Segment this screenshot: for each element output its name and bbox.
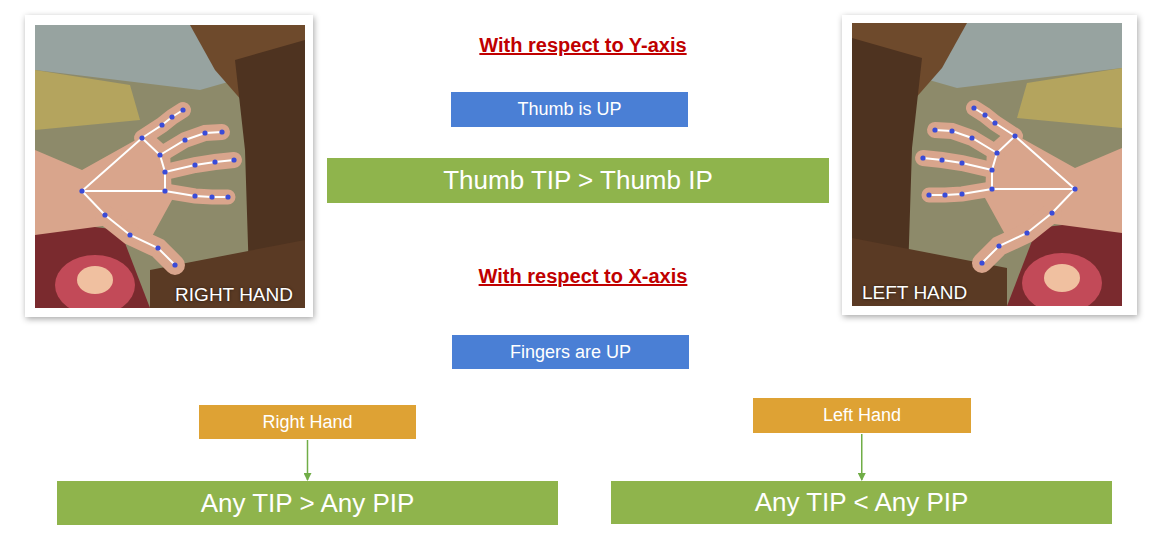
box-text: Thumb TIP > Thumb IP <box>443 165 713 196</box>
box-text: Any TIP > Any PIP <box>201 488 415 519</box>
condition-box: Thumb is UP <box>451 92 688 127</box>
hand-box: Left Hand <box>753 398 971 433</box>
arrow-connector <box>307 440 309 480</box>
rule-box: Any TIP > Any PIP <box>57 481 558 525</box>
rule-box: Any TIP < Any PIP <box>611 481 1112 524</box>
box-text: Right Hand <box>262 412 352 433</box>
hand-box: Right Hand <box>199 405 416 439</box>
box-text: Any TIP < Any PIP <box>755 487 969 518</box>
photo-caption: LEFT HAND <box>862 282 967 304</box>
photo-frame: LEFT HAND <box>842 15 1137 315</box>
rule-box: Thumb TIP > Thumb IP <box>327 158 829 203</box>
box-text: Fingers are UP <box>510 342 631 363</box>
photo-caption: RIGHT HAND <box>175 284 293 306</box>
arrow-connector <box>861 434 863 480</box>
section-heading-row: With respect to Y-axis <box>0 34 1166 57</box>
section-heading-row: With respect to X-axis <box>0 265 1166 288</box>
box-text: Thumb is UP <box>517 99 621 120</box>
condition-box: Fingers are UP <box>452 335 689 369</box>
section-heading: With respect to Y-axis <box>479 34 686 56</box>
section-heading: With respect to X-axis <box>479 265 688 287</box>
photo-frame: RIGHT HAND <box>25 15 313 317</box>
box-text: Left Hand <box>823 405 901 426</box>
